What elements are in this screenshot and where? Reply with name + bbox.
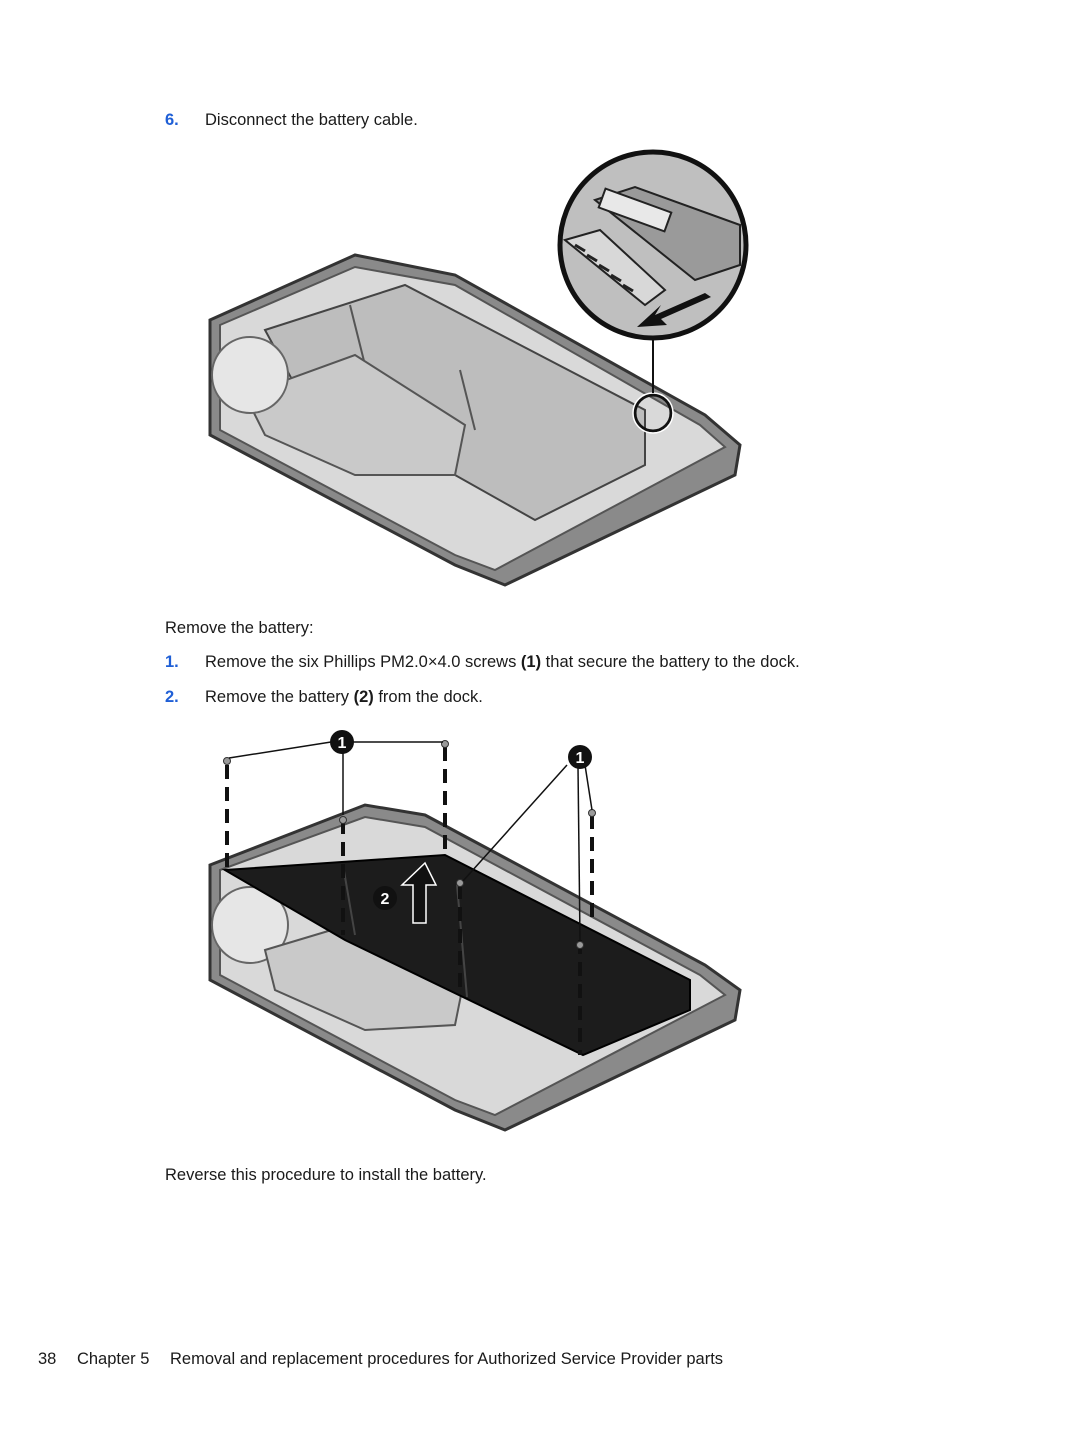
- page-number: 38: [38, 1350, 57, 1368]
- callout-1-left-circle: [330, 730, 354, 754]
- step-text-post: that secure the battery to the dock.: [541, 653, 800, 671]
- step-number: 1.: [165, 653, 179, 671]
- callout-1-right-circle: [568, 745, 592, 769]
- remove-intro: Remove the battery:: [165, 619, 314, 637]
- callout-2-label: 2: [381, 891, 390, 908]
- battery-cable-illustration: [208, 149, 749, 587]
- callout-ref: (1): [520, 653, 542, 671]
- chapter-title: Removal and replacement procedures for A…: [170, 1350, 724, 1368]
- callout-2-circle: [373, 886, 397, 910]
- reverse-note: Reverse this procedure to install the ba…: [165, 1166, 487, 1184]
- callout-ref: (2): [353, 688, 374, 706]
- page-footer: 38 Chapter 5 Removal and replacement pro…: [38, 1350, 739, 1369]
- step-text-pre: Remove the six Phillips PM2.0×4.0 screws: [205, 653, 521, 671]
- step-number: 2.: [165, 688, 179, 706]
- callout-1-label: 1: [338, 735, 347, 752]
- step-text: Remove the six Phillips PM2.0×4.0 screws…: [205, 652, 800, 672]
- step-number: 6.: [165, 111, 179, 129]
- step-text-post: from the dock.: [373, 688, 483, 706]
- chapter-label: Chapter 5: [76, 1350, 150, 1368]
- step-text-pre: Remove the battery: [205, 688, 354, 706]
- battery-removal-illustration: 1 1 2: [208, 730, 742, 1132]
- callout-1-label: 1: [576, 750, 585, 767]
- step-text: Remove the battery (2) from the dock.: [205, 687, 483, 707]
- step-text: Disconnect the battery cable.: [205, 111, 418, 129]
